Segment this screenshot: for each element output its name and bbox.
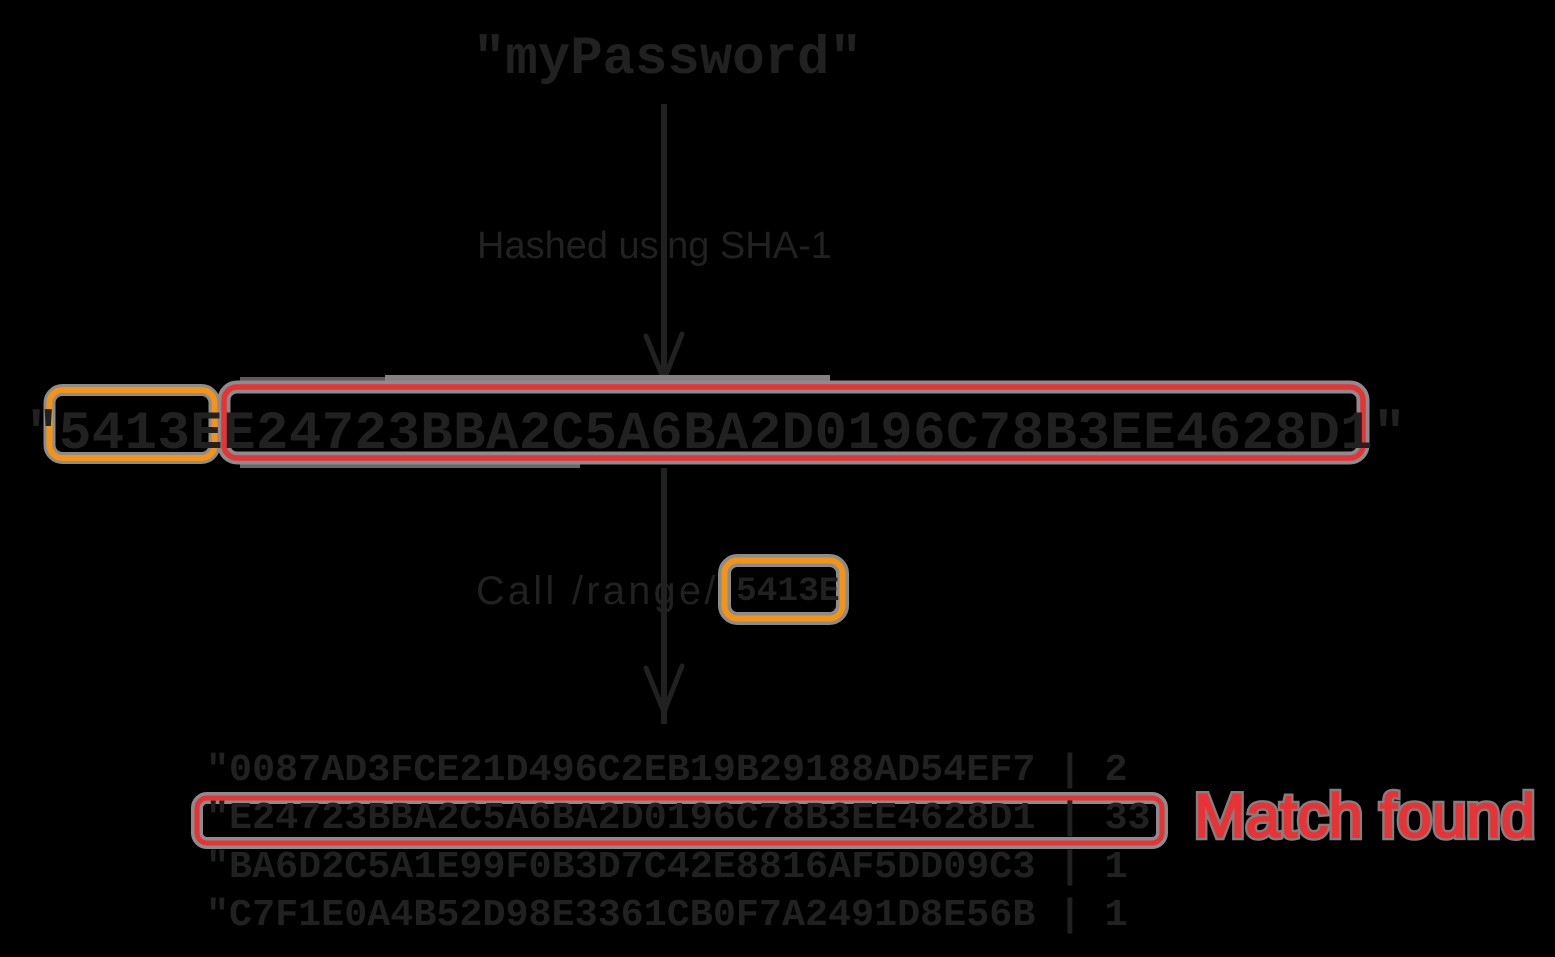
svg-text:Match found: Match found <box>1194 782 1535 851</box>
svg-text:"E24723BBA2C5A6BA2D0196C78B3EE: "E24723BBA2C5A6BA2D0196C78B3EE4628D1 | 3… <box>206 796 1151 840</box>
svg-text:5413E: 5413E <box>736 572 840 611</box>
svg-text:"5413EE24723BBA2C5A6BA2D0196C7: "5413EE24723BBA2C5A6BA2D0196C78B3EE4628D… <box>26 404 1406 465</box>
svg-text:Match found: Match found <box>1194 782 1535 851</box>
svg-text:Call /range/: Call /range/ <box>476 569 719 613</box>
svg-text:"myPassword": "myPassword" <box>473 29 862 90</box>
svg-text:"C7F1E0A4B52D98E3361CB0F7A2491: "C7F1E0A4B52D98E3361CB0F7A2491D8E56B | 1 <box>206 893 1128 937</box>
svg-text:"0087AD3FCE21D496C2EB19B29188A: "0087AD3FCE21D496C2EB19B29188AD54EF7 | 2 <box>206 748 1128 792</box>
svg-text:"BA6D2C5A1E99F0B3D7C42E8816AF5: "BA6D2C5A1E99F0B3D7C42E8816AF5DD09C3 | 1 <box>206 845 1128 889</box>
svg-text:Hashed using SHA-1: Hashed using SHA-1 <box>477 225 832 267</box>
